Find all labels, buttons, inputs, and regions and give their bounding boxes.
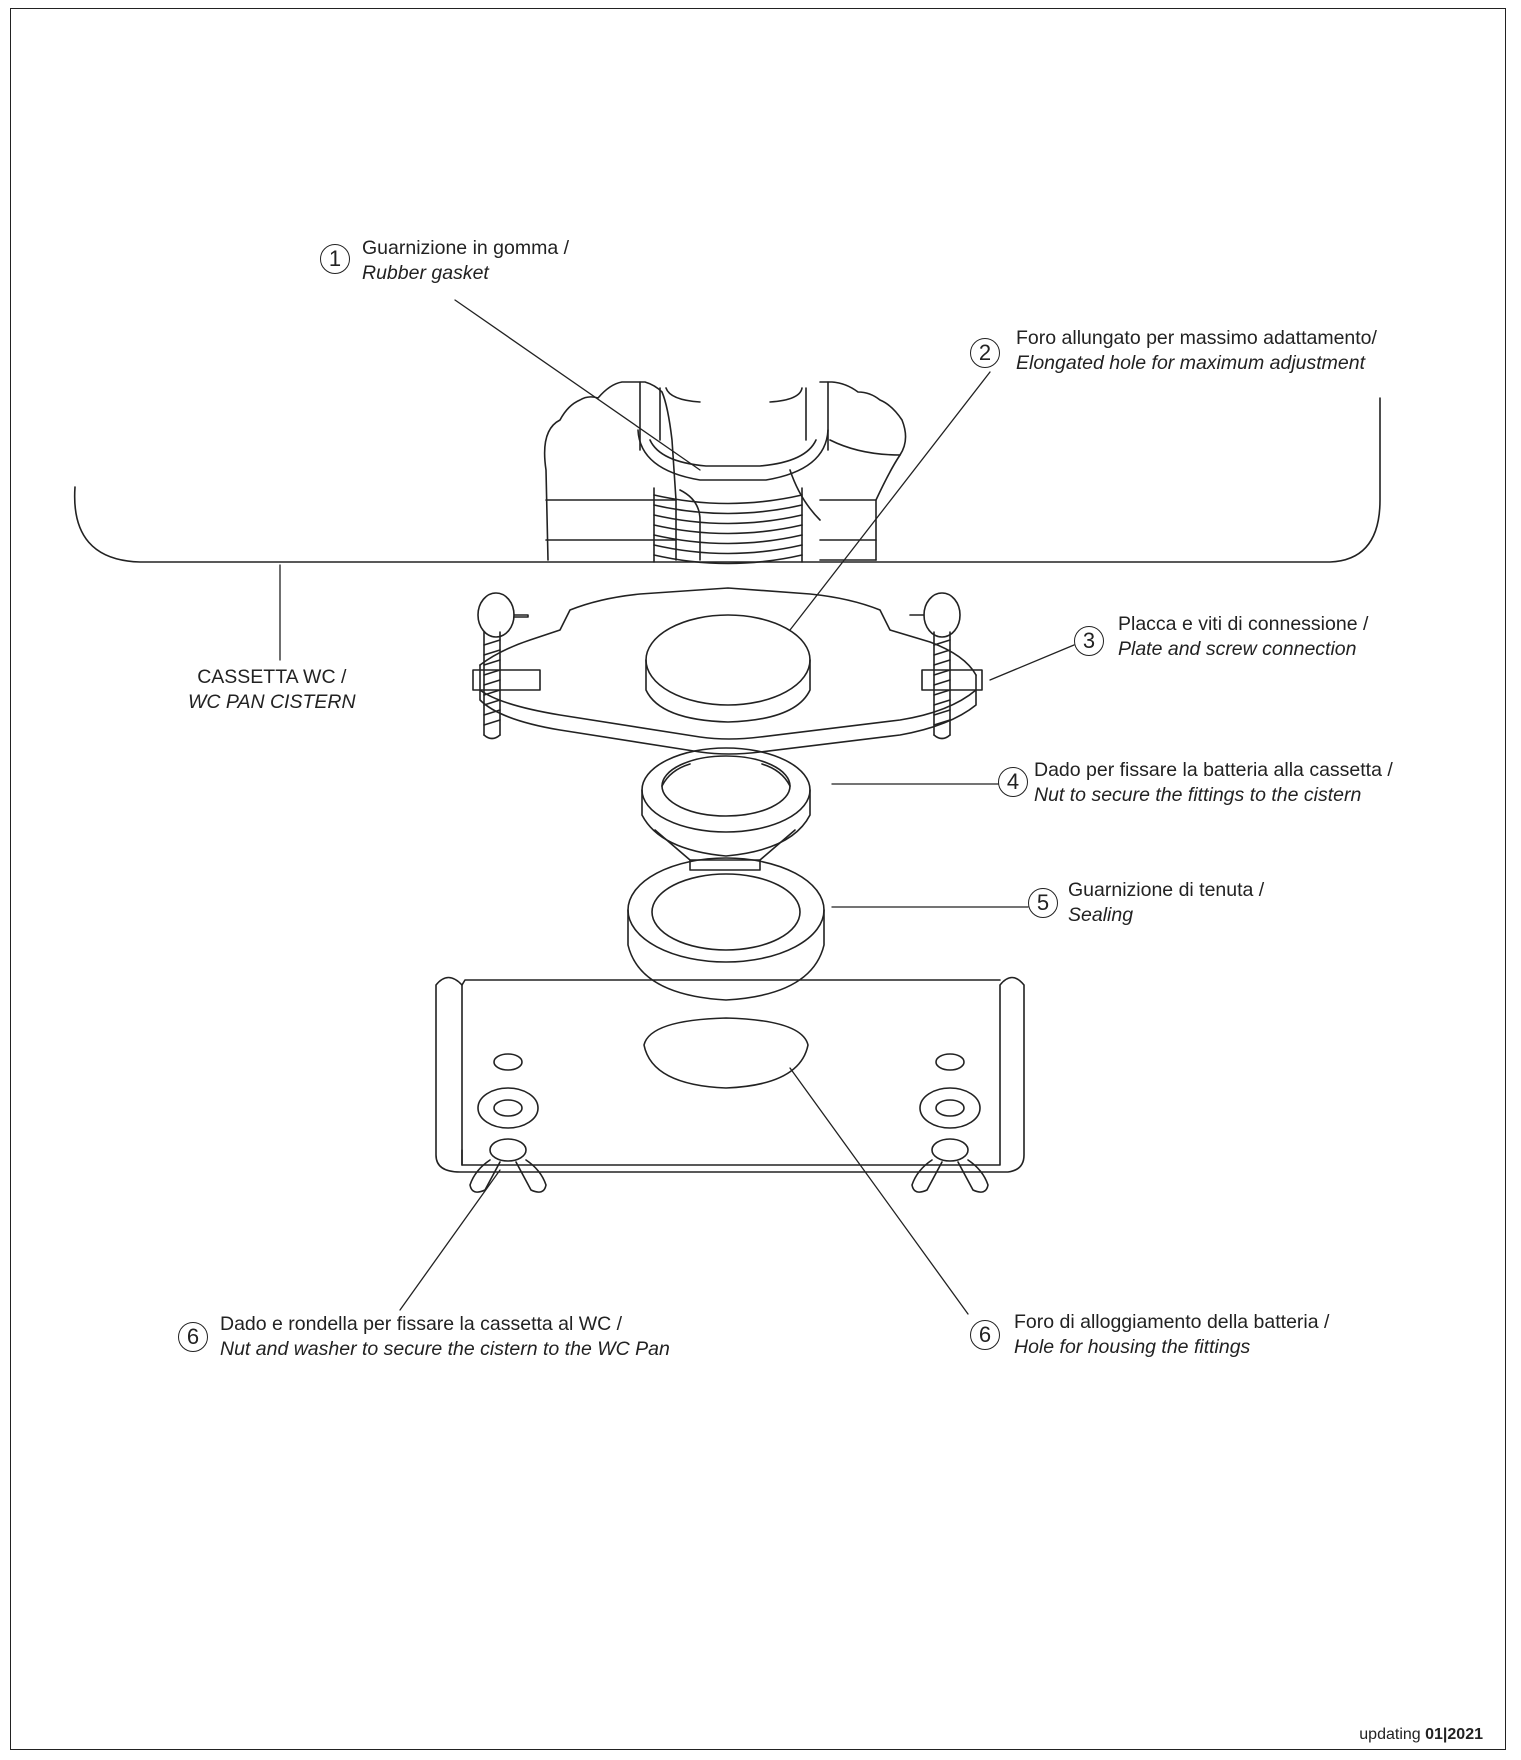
label-it: Dado e rondella per fissare la cassetta …: [220, 1313, 623, 1335]
callout-label-sealing: Guarnizione di tenuta / Sealing: [1068, 878, 1264, 928]
label-en: Sealing: [1068, 904, 1134, 926]
label-en: Plate and screw connection: [1118, 638, 1357, 660]
securing-nut: [641, 747, 811, 871]
footer-year: 2021: [1447, 1726, 1483, 1743]
callout-number-3: 3: [1074, 626, 1104, 656]
label-it: Foro allungato per massimo adattamento/: [1016, 327, 1377, 349]
label-en: Nut to secure the fittings to the cister…: [1034, 784, 1362, 806]
connection-plate: [479, 587, 977, 755]
callout-number-5: 5: [1028, 888, 1058, 918]
label-en: Hole for housing the fittings: [1014, 1336, 1251, 1358]
leader-lines: [279, 299, 1075, 1315]
base-plate: [435, 976, 1025, 1173]
cistern-label-it: CASSETTA WC /: [197, 666, 347, 688]
label-en: Elongated hole for maximum adjustment: [1016, 352, 1366, 374]
label-it: Guarnizione in gomma /: [362, 237, 570, 259]
callout-label-elongated-hole: Foro allungato per massimo adattamento/ …: [1016, 326, 1377, 376]
footer-separator: |: [1442, 1726, 1448, 1743]
connection-screws: [472, 592, 983, 740]
threaded-nipple: [653, 487, 803, 565]
callout-label-plate-screw: Placca e viti di connessione / Plate and…: [1118, 612, 1368, 662]
callout-number-6-housing-hole: 6: [970, 1320, 1000, 1350]
callout-number-6-nut-washer: 6: [178, 1322, 208, 1352]
update-footer: updating 01|2021: [1359, 1726, 1483, 1744]
callout-label-nut: Dado per fissare la batteria alla casset…: [1034, 758, 1393, 808]
cistern-outline: [73, 397, 1381, 563]
footer-prefix: updating: [1359, 1726, 1421, 1743]
callout-label-rubber-gasket: Guarnizione in gomma / Rubber gasket: [362, 236, 569, 286]
callout-number-4: 4: [998, 767, 1028, 797]
page-frame: [10, 8, 1506, 1750]
rubber-gasket-shape: [637, 387, 829, 481]
footer-month: 01: [1425, 1726, 1443, 1743]
label-it: Foro di alloggiamento della batteria /: [1014, 1311, 1330, 1333]
callout-number-1: 1: [320, 244, 350, 274]
callout-number-2: 2: [970, 338, 1000, 368]
label-en: Nut and washer to secure the cistern to …: [220, 1338, 670, 1360]
cistern-label: CASSETTA WC / WC PAN CISTERN: [188, 665, 356, 715]
label-it: Placca e viti di connessione /: [1118, 613, 1369, 635]
cistern-label-en: WC PAN CISTERN: [188, 691, 356, 713]
label-it: Guarnizione di tenuta /: [1068, 879, 1265, 901]
wing-nuts: [469, 1138, 989, 1193]
label-en: Rubber gasket: [362, 262, 489, 284]
label-it: Dado per fissare la batteria alla casset…: [1034, 759, 1393, 781]
callout-label-nut-washer: Dado e rondella per fissare la cassetta …: [220, 1312, 670, 1362]
callout-label-housing-hole: Foro di alloggiamento della batteria / H…: [1014, 1310, 1329, 1360]
sealing-washer: [627, 857, 825, 1001]
